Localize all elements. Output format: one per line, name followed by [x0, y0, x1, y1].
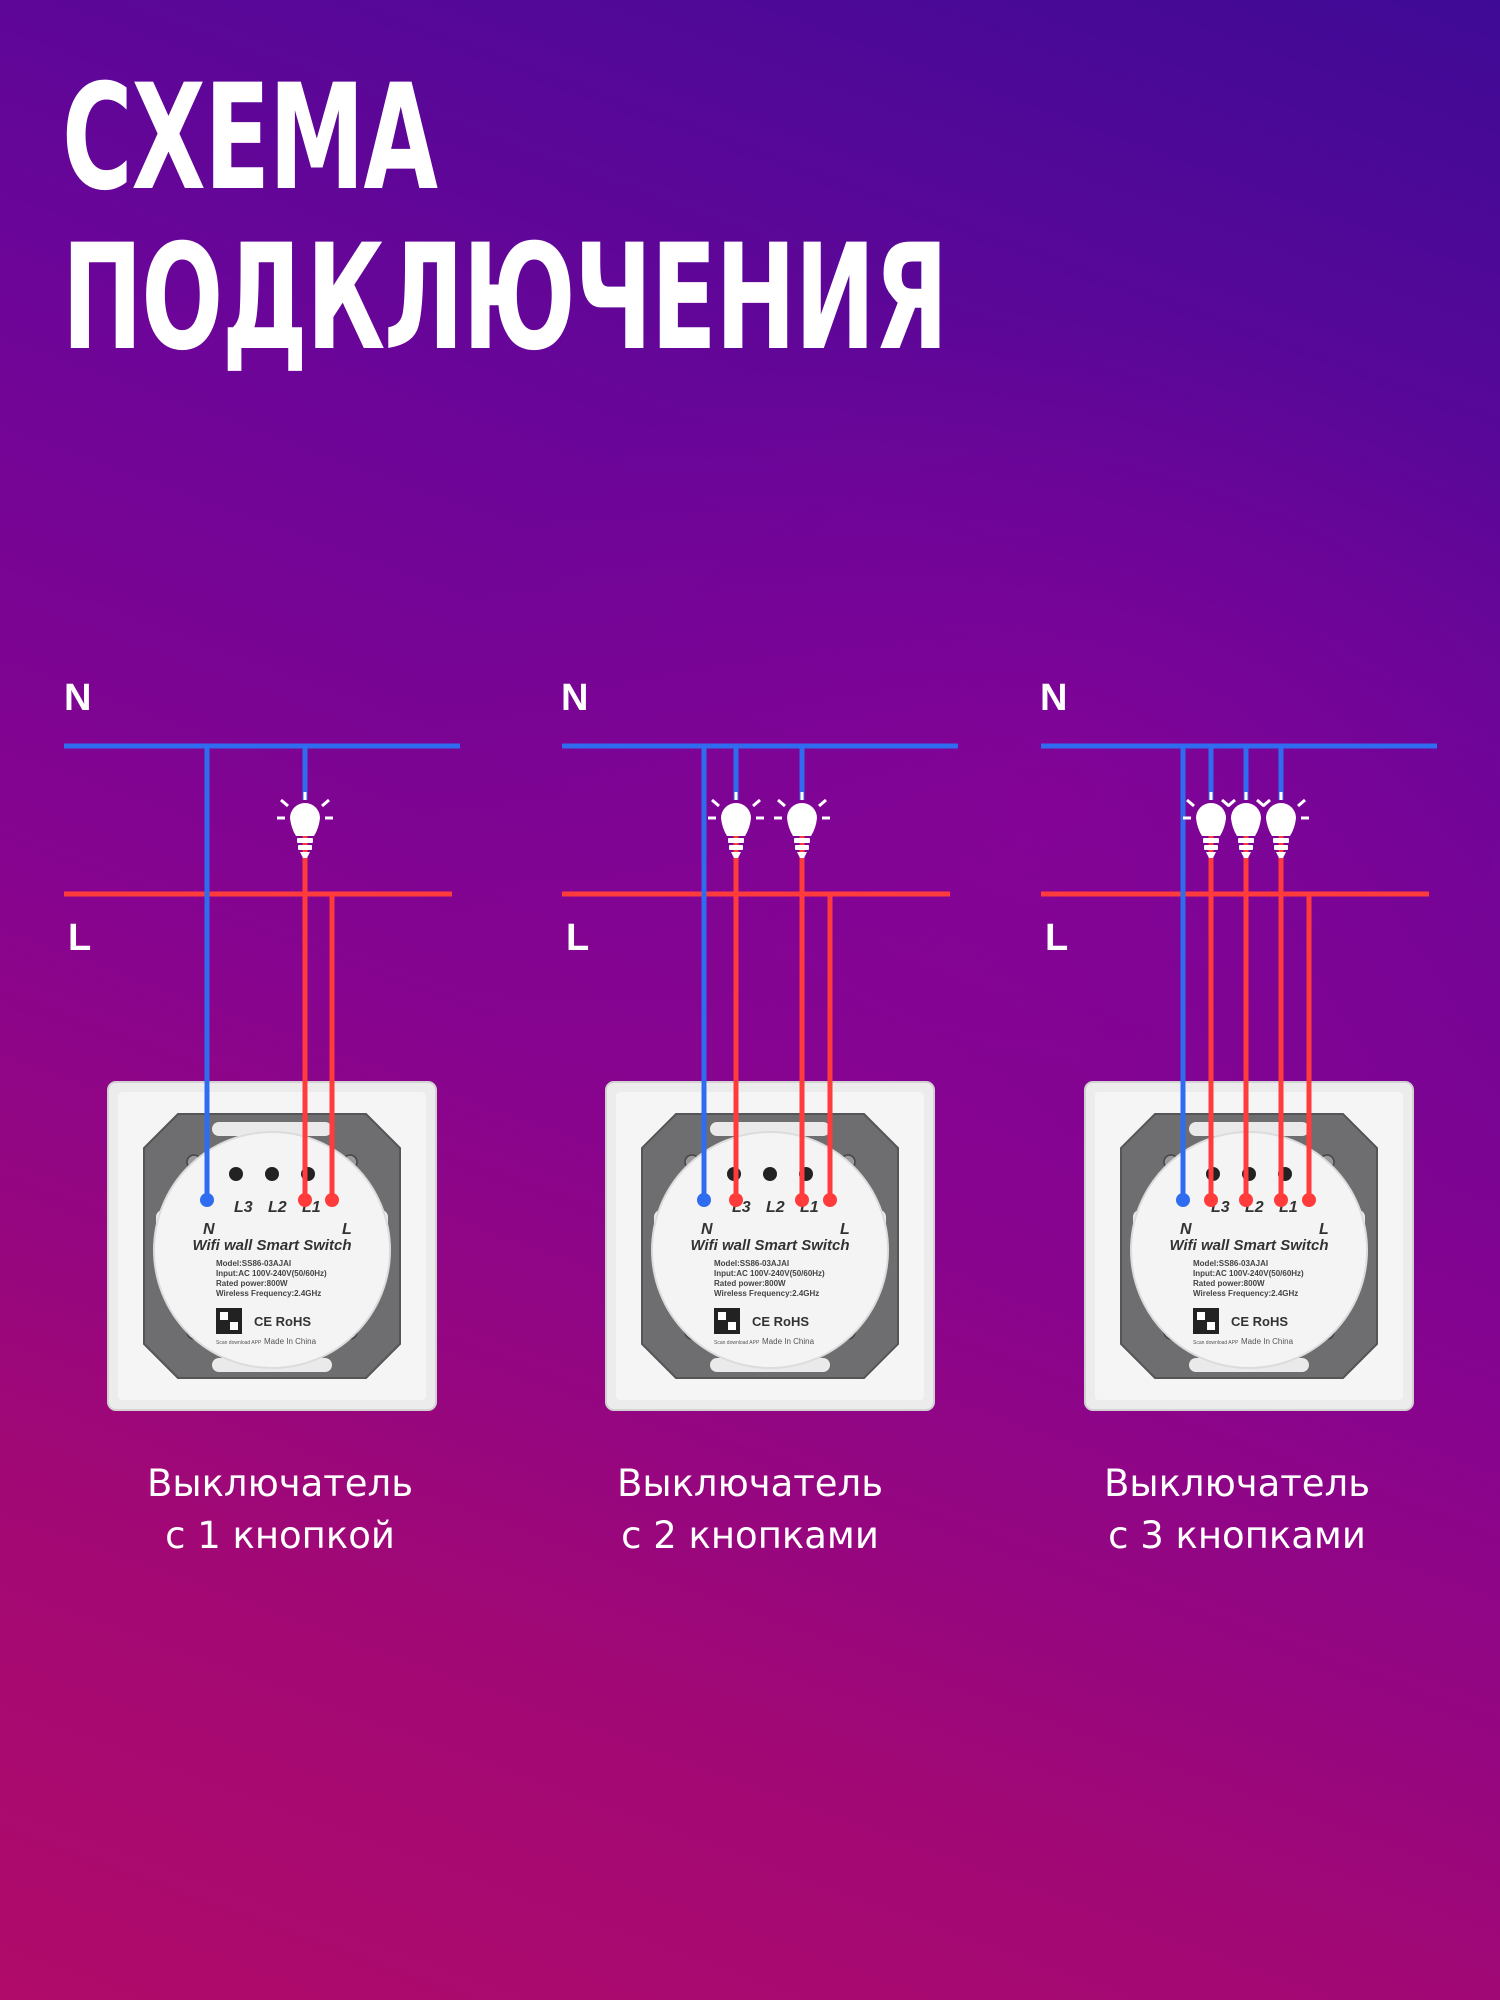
qr-code-icon: [230, 1322, 238, 1330]
caption-1-line-1: Выключатель: [146, 1462, 414, 1505]
light-bulb-icon: [706, 790, 766, 860]
device-name: Wifi wall Smart Switch: [690, 1237, 849, 1254]
n-label-3: N: [1040, 677, 1068, 719]
caption-1: Выключатель с 1 кнопкой: [70, 1458, 490, 1562]
made-in: Made In China: [1241, 1337, 1294, 1346]
device-spec: Model:SS86-03AJAI: [714, 1259, 789, 1268]
device-name: Wifi wall Smart Switch: [192, 1237, 351, 1254]
terminal-label-n: N: [203, 1221, 215, 1238]
caption-3-line-1: Выключатель: [1103, 1462, 1371, 1505]
page-title: СХЕМА ПОДКЛЮЧЕНИЯ: [62, 53, 948, 383]
output-terminal-dot: [298, 1193, 312, 1207]
caption-3: Выключатель с 3 кнопками: [1027, 1458, 1447, 1562]
made-in: Made In China: [762, 1337, 815, 1346]
device-spec: Rated power:800W: [714, 1279, 786, 1288]
device-spec: Input:AC 100V-240V(50/60Hz): [216, 1269, 327, 1278]
caption-2: Выключатель с 2 кнопками: [540, 1458, 960, 1562]
cert-marks: CE RoHS: [254, 1314, 311, 1329]
light-bulb-icon: [275, 790, 335, 860]
cert-marks: CE RoHS: [752, 1314, 809, 1329]
title-line-2: ПОДКЛЮЧЕНИЯ: [62, 213, 948, 383]
qr-code-icon: [1193, 1308, 1219, 1334]
qr-code-icon: [1197, 1312, 1205, 1320]
device-spec: Model:SS86-03AJAI: [216, 1259, 291, 1268]
light-bulb-icon: [1181, 790, 1241, 860]
live-terminal-dot: [1302, 1193, 1316, 1207]
qr-code-icon: [220, 1312, 228, 1320]
terminal-label-l: L: [840, 1221, 850, 1238]
device-spec: Rated power:800W: [216, 1279, 288, 1288]
light-bulb-icon: [1251, 790, 1311, 860]
device-spec: Rated power:800W: [1193, 1279, 1265, 1288]
caption-3-line-2: с 3 кнопками: [1108, 1514, 1366, 1557]
terminal-label-l: L: [1319, 1221, 1329, 1238]
caption-1-line-2: с 1 кнопкой: [165, 1514, 395, 1557]
n-label-2: N: [561, 677, 589, 719]
device-spec: Model:SS86-03AJAI: [1193, 1259, 1268, 1268]
live-terminal-dot: [325, 1193, 339, 1207]
l-label-1: L: [68, 917, 92, 959]
output-terminal-dot: [1274, 1193, 1288, 1207]
title-line-1: СХЕМА: [62, 53, 438, 223]
qr-code-icon: [728, 1322, 736, 1330]
qr-code-icon: [216, 1308, 242, 1334]
neutral-terminal-dot: [697, 1193, 711, 1207]
live-terminal-dot: [823, 1193, 837, 1207]
output-terminal-dot: [729, 1193, 743, 1207]
terminal-label-l: L: [342, 1221, 352, 1238]
qr-code-icon: [714, 1308, 740, 1334]
device-spec: Input:AC 100V-240V(50/60Hz): [714, 1269, 825, 1278]
device-spec: Wireless Frequency:2.4GHz: [714, 1289, 819, 1298]
qr-code-icon: [718, 1312, 726, 1320]
n-label-1: N: [64, 677, 92, 719]
made-in: Made In China: [264, 1337, 317, 1346]
light-bulb-icon: [772, 790, 832, 860]
neutral-terminal-dot: [1176, 1193, 1190, 1207]
terminal-label-n: N: [701, 1221, 713, 1238]
output-terminal-dot: [795, 1193, 809, 1207]
terminal-label-l2: L2: [268, 1199, 287, 1216]
app-note: Scan download APP: [1193, 1340, 1239, 1346]
neutral-terminal-dot: [200, 1193, 214, 1207]
caption-2-line-1: Выключатель: [616, 1462, 884, 1505]
terminal-label-l3: L3: [234, 1199, 253, 1216]
app-note: Scan download APP: [216, 1340, 262, 1346]
terminal-label-n: N: [1180, 1221, 1192, 1238]
output-terminal-dot: [1239, 1193, 1253, 1207]
light-bulb-icon: [1216, 790, 1276, 860]
app-note: Scan download APP: [714, 1340, 760, 1346]
device-spec: Input:AC 100V-240V(50/60Hz): [1193, 1269, 1304, 1278]
terminal-label-l2: L2: [766, 1199, 785, 1216]
device-spec: Wireless Frequency:2.4GHz: [1193, 1289, 1298, 1298]
l-label-2: L: [566, 917, 590, 959]
l-label-3: L: [1045, 917, 1069, 959]
device-spec: Wireless Frequency:2.4GHz: [216, 1289, 321, 1298]
cert-marks: CE RoHS: [1231, 1314, 1288, 1329]
output-terminal-dot: [1204, 1193, 1218, 1207]
device-name: Wifi wall Smart Switch: [1169, 1237, 1328, 1254]
qr-code-icon: [1207, 1322, 1215, 1330]
caption-2-line-2: с 2 кнопками: [621, 1514, 879, 1557]
